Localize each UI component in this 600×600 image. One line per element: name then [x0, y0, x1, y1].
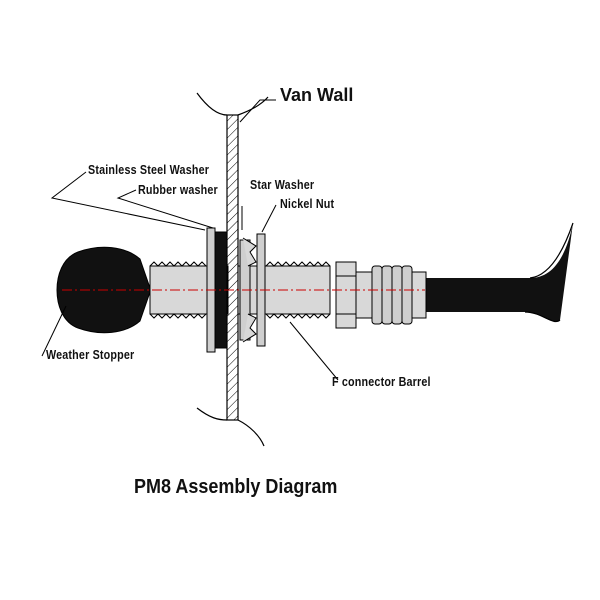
- rubber-washer-label: Rubber washer: [138, 183, 218, 197]
- f-connector: [335, 261, 427, 329]
- f-connector-barrel-label: F connector Barrel: [332, 375, 431, 389]
- leader-lines: [41, 99, 339, 381]
- coax-cable: [425, 222, 574, 322]
- stainless-steel-washer-label: Stainless Steel Washer: [88, 163, 210, 177]
- nickel-nut-label: Nickel Nut: [280, 197, 335, 211]
- van-wall-label: Van Wall: [280, 85, 354, 105]
- weather-stopper-label: Weather Stopper: [46, 348, 135, 362]
- diagram-title: PM8 Assembly Diagram: [134, 476, 338, 498]
- star-washer-label: Star Washer: [250, 178, 315, 192]
